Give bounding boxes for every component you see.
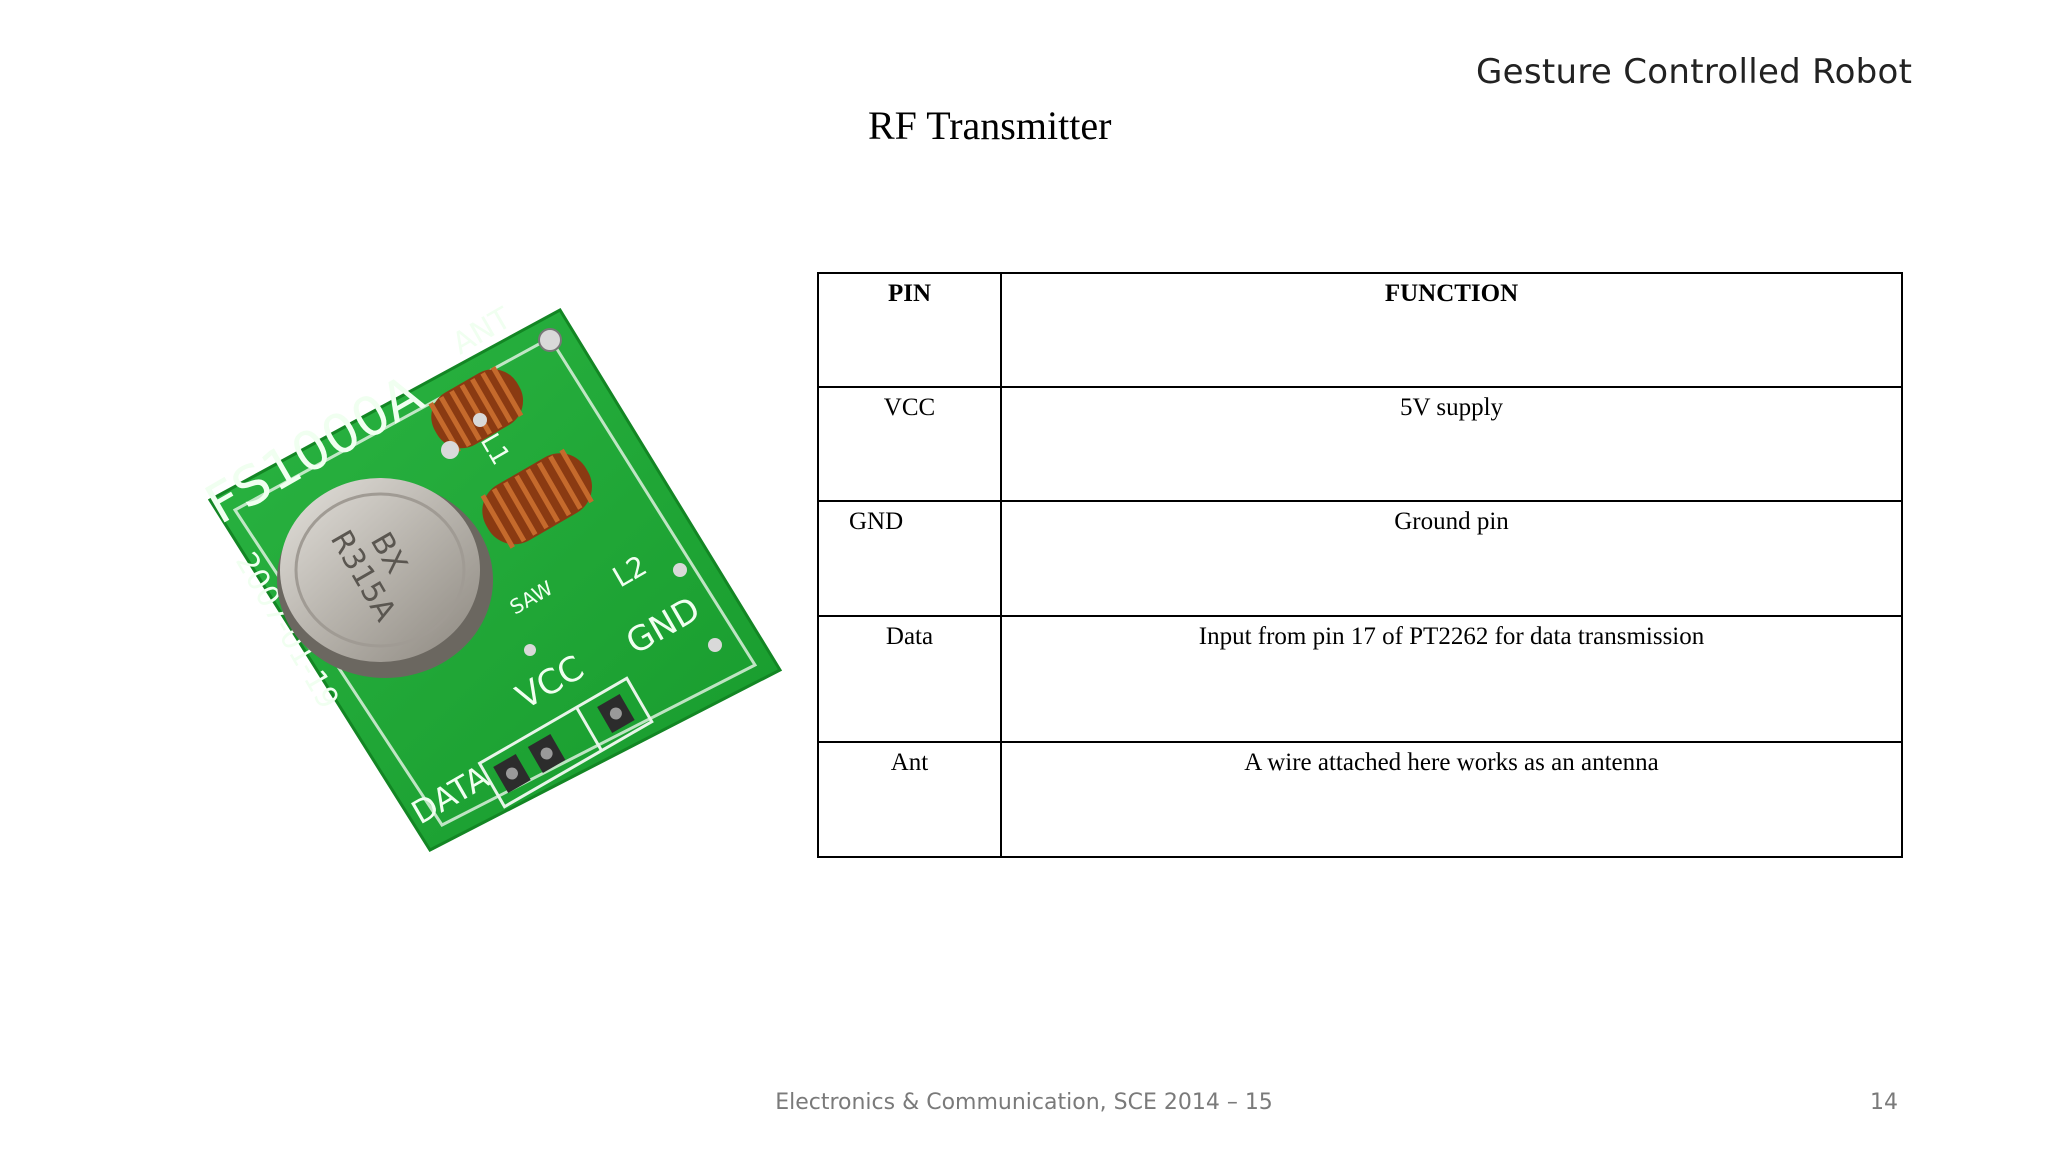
- function-column-header: FUNCTION: [1000, 272, 1903, 388]
- crystal-can: BX R315A: [277, 478, 493, 678]
- pin-function-table: PIN FUNCTION VCC 5V supply GND Ground pi…: [817, 272, 1903, 858]
- table-row: VCC 5V supply: [817, 386, 1903, 502]
- rf-transmitter-module-image: FS1000A 2007-01-19 ANT L1: [195, 301, 783, 852]
- pin-cell: VCC: [817, 386, 1002, 502]
- function-cell: Input from pin 17 of PT2262 for data tra…: [1000, 615, 1903, 743]
- table-row: GND Ground pin: [817, 500, 1903, 617]
- presentation-title: Gesture Controlled Robot: [1476, 52, 1913, 92]
- pin-cell: GND: [817, 500, 1002, 617]
- function-cell: A wire attached here works as an antenna: [1000, 741, 1903, 858]
- function-cell: 5V supply: [1000, 386, 1903, 502]
- pin-column-header: PIN: [817, 272, 1002, 388]
- table-row: Data Input from pin 17 of PT2262 for dat…: [817, 615, 1903, 743]
- footer-text: Electronics & Communication, SCE 2014 – …: [775, 1090, 1273, 1115]
- table-row: Ant A wire attached here works as an ant…: [817, 741, 1903, 858]
- function-cell: Ground pin: [1000, 500, 1903, 617]
- table-header-row: PIN FUNCTION: [817, 272, 1903, 388]
- slide-title: RF Transmitter: [868, 103, 1112, 148]
- pin-cell: Ant: [817, 741, 1002, 858]
- header-pins: [477, 676, 654, 809]
- coil-l2: [480, 448, 594, 549]
- pin-cell: Data: [817, 615, 1002, 743]
- page-number: 14: [1870, 1090, 1898, 1115]
